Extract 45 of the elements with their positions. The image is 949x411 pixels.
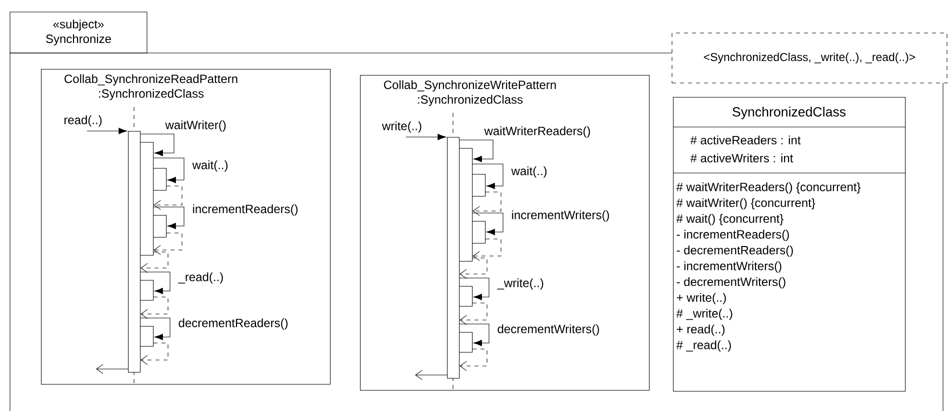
message-arrow xyxy=(459,278,490,300)
message-arrow xyxy=(140,342,168,365)
message-label: write(..) xyxy=(382,121,422,133)
message-arrow xyxy=(472,192,502,216)
message-arrow xyxy=(140,272,170,294)
message-arrow xyxy=(153,206,184,230)
message-arrow xyxy=(460,302,488,325)
message-arrow xyxy=(140,252,168,273)
activation-bar xyxy=(459,332,473,353)
message-arrow xyxy=(472,212,504,236)
message-arrow xyxy=(415,370,448,380)
message-label: wait(..) xyxy=(511,166,547,178)
message-label: _read(..) xyxy=(178,272,223,284)
message-arrow xyxy=(459,324,490,346)
message-arrow xyxy=(459,140,494,162)
message-arrow xyxy=(472,164,504,190)
message-arrow xyxy=(154,232,182,255)
message-label: decrementWriters() xyxy=(498,324,599,336)
activation-bar xyxy=(153,215,167,238)
activation-bar xyxy=(153,168,167,191)
message-arrow xyxy=(86,128,128,134)
activation-bar xyxy=(472,174,486,197)
message-arrow xyxy=(406,134,446,140)
message-label: waitWriter() xyxy=(165,120,226,132)
message-arrow xyxy=(140,296,168,319)
message-label: read(..) xyxy=(64,115,102,127)
message-arrow xyxy=(96,364,128,374)
message-arrow xyxy=(472,238,502,261)
message-label: _write(..) xyxy=(497,278,544,290)
message-arrow xyxy=(460,348,488,371)
message-label: wait(..) xyxy=(192,160,228,172)
activation-bar xyxy=(459,286,473,307)
message-label: incrementReaders() xyxy=(193,204,298,216)
activation-bar xyxy=(472,221,486,244)
message-arrow xyxy=(140,134,174,156)
message-arrow xyxy=(154,186,182,210)
message-arrow xyxy=(153,158,184,184)
message-label: decrementReaders() xyxy=(178,318,288,330)
activation-bar xyxy=(140,280,154,301)
class-box: SynchronizedClass # activeReaders : int # activeWriters : int # waitWriterReaders() {concurrent} # waitWriter() {concurrent} # wait() {concurrent} - incrementReaders() - decrementReaders() - incrementWriters() - decrementWriters() + write(..) # _write(..) + read(..) # _read(..) xyxy=(672,97,906,392)
message-arrow xyxy=(140,318,170,340)
activation-bar xyxy=(140,326,154,347)
message-label: incrementWriters() xyxy=(512,210,609,222)
message-label: waitWriterReaders() xyxy=(484,126,590,138)
message-arrow xyxy=(460,258,488,279)
